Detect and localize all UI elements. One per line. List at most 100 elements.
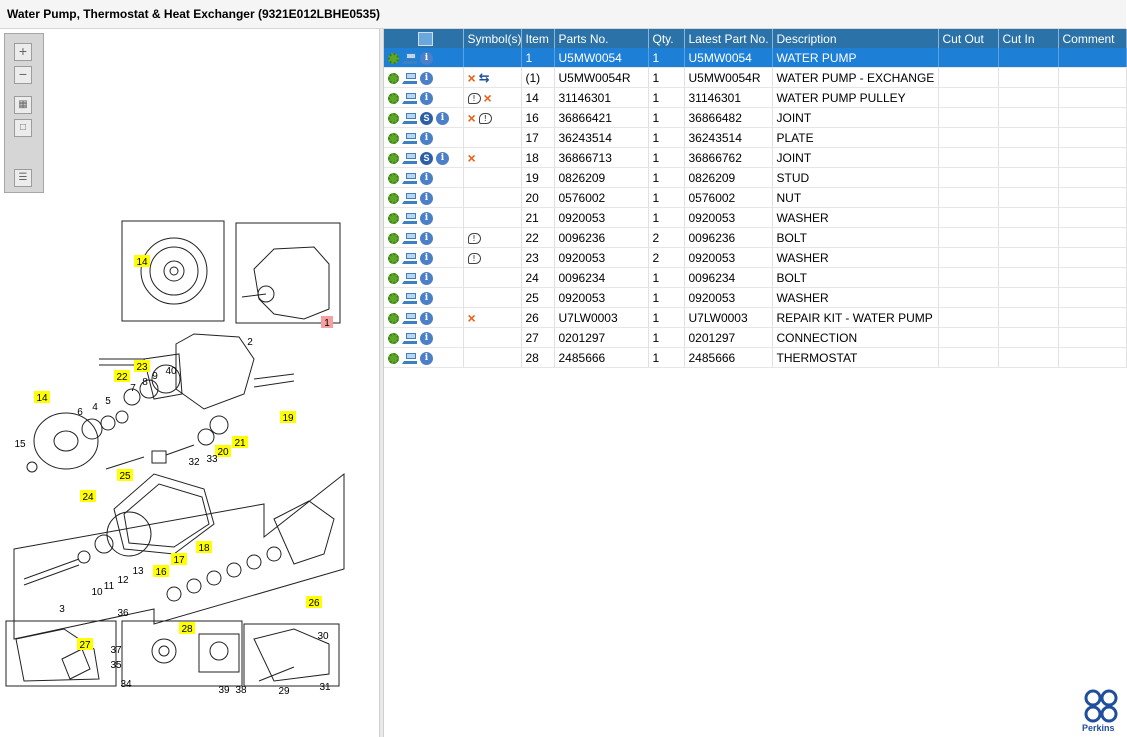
header-latest-part-no[interactable]: Latest Part No. bbox=[684, 29, 773, 48]
not-serviced-icon[interactable]: × bbox=[467, 110, 476, 127]
info-icon[interactable]: i bbox=[436, 111, 449, 125]
cell-description[interactable]: CONNECTION bbox=[772, 327, 939, 348]
cell-cut-in[interactable] bbox=[998, 287, 1059, 308]
cell-parts-no[interactable]: 0920053 bbox=[554, 287, 649, 308]
info-icon[interactable]: i bbox=[420, 91, 433, 105]
cell-cut-in[interactable] bbox=[998, 107, 1059, 128]
cell-latest-part-no[interactable]: U5MW0054R bbox=[684, 67, 773, 88]
add-to-cart-icon[interactable] bbox=[402, 112, 417, 124]
cell-cut-out[interactable] bbox=[938, 307, 999, 328]
cell-comment[interactable] bbox=[1058, 127, 1127, 148]
cell-item[interactable]: 23 bbox=[521, 247, 555, 268]
add-to-cart-icon[interactable] bbox=[402, 52, 417, 64]
cell-item[interactable]: 19 bbox=[521, 167, 555, 188]
info-icon[interactable]: i bbox=[420, 271, 433, 285]
cell-qty[interactable]: 1 bbox=[648, 87, 685, 108]
cell-latest-part-no[interactable]: 0920053 bbox=[684, 287, 773, 308]
info-icon[interactable]: i bbox=[420, 331, 433, 345]
cell-cut-out[interactable] bbox=[938, 167, 999, 188]
add-to-cart-icon[interactable] bbox=[402, 72, 417, 84]
cell-latest-part-no[interactable]: U7LW0003 bbox=[684, 307, 773, 328]
options-gear-icon[interactable] bbox=[388, 292, 399, 304]
options-gear-icon[interactable] bbox=[388, 52, 399, 64]
add-to-cart-icon[interactable] bbox=[402, 292, 417, 304]
supersession-icon[interactable]: S bbox=[420, 151, 433, 165]
cell-cut-out[interactable] bbox=[938, 87, 999, 108]
options-gear-icon[interactable] bbox=[388, 92, 399, 104]
cell-parts-no[interactable]: 2485666 bbox=[554, 347, 649, 368]
cell-cut-out[interactable] bbox=[938, 227, 999, 248]
cell-cut-in[interactable] bbox=[998, 48, 1059, 68]
cell-cut-out[interactable] bbox=[938, 48, 999, 68]
exploded-parts-drawing[interactable]: 14 1 2 23 22 40 9 8 19 14 6 4 5 7 15 21 … bbox=[4, 219, 345, 697]
fit-grid-icon[interactable]: ▦ bbox=[14, 96, 32, 114]
cell-cut-in[interactable] bbox=[998, 167, 1059, 188]
cell-parts-no[interactable]: 0920053 bbox=[554, 247, 649, 268]
header-cut-in[interactable]: Cut In bbox=[998, 29, 1059, 48]
cell-item[interactable]: (1) bbox=[521, 67, 555, 88]
cell-comment[interactable] bbox=[1058, 267, 1127, 288]
cell-parts-no[interactable]: U5MW0054 bbox=[554, 48, 649, 68]
options-gear-icon[interactable] bbox=[388, 312, 399, 324]
supersession-icon[interactable]: S bbox=[420, 111, 433, 125]
exchange-icon[interactable]: ⇆ bbox=[478, 70, 490, 86]
options-gear-icon[interactable] bbox=[388, 332, 399, 344]
cell-cut-in[interactable] bbox=[998, 247, 1059, 268]
cell-latest-part-no[interactable]: 36243514 bbox=[684, 127, 773, 148]
cell-parts-no[interactable]: 0826209 bbox=[554, 167, 649, 188]
cell-cut-in[interactable] bbox=[998, 67, 1059, 88]
cell-item[interactable]: 21 bbox=[521, 207, 555, 228]
not-serviced-icon[interactable]: × bbox=[467, 70, 476, 87]
cell-cut-out[interactable] bbox=[938, 327, 999, 348]
cell-description[interactable]: STUD bbox=[772, 167, 939, 188]
add-to-cart-icon[interactable] bbox=[402, 312, 417, 324]
cell-cut-in[interactable] bbox=[998, 227, 1059, 248]
options-gear-icon[interactable] bbox=[388, 232, 399, 244]
toggle-list-icon[interactable]: ☰ bbox=[14, 169, 32, 187]
cell-cut-out[interactable] bbox=[938, 147, 999, 168]
cell-comment[interactable] bbox=[1058, 147, 1127, 168]
cell-parts-no[interactable]: 36866713 bbox=[554, 147, 649, 168]
cell-description[interactable]: THERMOSTAT bbox=[772, 347, 939, 368]
cell-item[interactable]: 14 bbox=[521, 87, 555, 108]
cell-qty[interactable]: 1 bbox=[648, 48, 685, 68]
add-to-cart-icon[interactable] bbox=[402, 352, 417, 364]
cell-description[interactable]: WATER PUMP bbox=[772, 48, 939, 68]
options-gear-icon[interactable] bbox=[388, 192, 399, 204]
cell-latest-part-no[interactable]: 0920053 bbox=[684, 247, 773, 268]
header-actions[interactable] bbox=[384, 29, 464, 48]
cell-parts-no[interactable]: 0201297 bbox=[554, 327, 649, 348]
cell-description[interactable]: WATER PUMP - EXCHANGE bbox=[772, 67, 939, 88]
cell-item[interactable]: 26 bbox=[521, 307, 555, 328]
cell-description[interactable]: WASHER bbox=[772, 207, 939, 228]
not-serviced-icon[interactable]: × bbox=[467, 310, 476, 327]
cell-qty[interactable]: 1 bbox=[648, 347, 685, 368]
cell-latest-part-no[interactable]: 0096234 bbox=[684, 267, 773, 288]
cell-qty[interactable]: 2 bbox=[648, 247, 685, 268]
cell-parts-no[interactable]: 0096236 bbox=[554, 227, 649, 248]
note-icon[interactable]: ! bbox=[467, 92, 481, 104]
add-to-cart-icon[interactable] bbox=[402, 332, 417, 344]
cell-item[interactable]: 16 bbox=[521, 107, 555, 128]
cell-parts-no[interactable]: 0576002 bbox=[554, 187, 649, 208]
cell-item[interactable]: 27 bbox=[521, 327, 555, 348]
info-icon[interactable]: i bbox=[420, 211, 433, 225]
cell-item[interactable]: 1 bbox=[521, 48, 555, 68]
cell-comment[interactable] bbox=[1058, 87, 1127, 108]
info-icon[interactable]: i bbox=[420, 311, 433, 325]
add-to-cart-icon[interactable] bbox=[402, 212, 417, 224]
cell-comment[interactable] bbox=[1058, 307, 1127, 328]
cell-comment[interactable] bbox=[1058, 207, 1127, 228]
cell-latest-part-no[interactable]: 2485666 bbox=[684, 347, 773, 368]
cell-parts-no[interactable]: 36243514 bbox=[554, 127, 649, 148]
cell-qty[interactable]: 1 bbox=[648, 107, 685, 128]
